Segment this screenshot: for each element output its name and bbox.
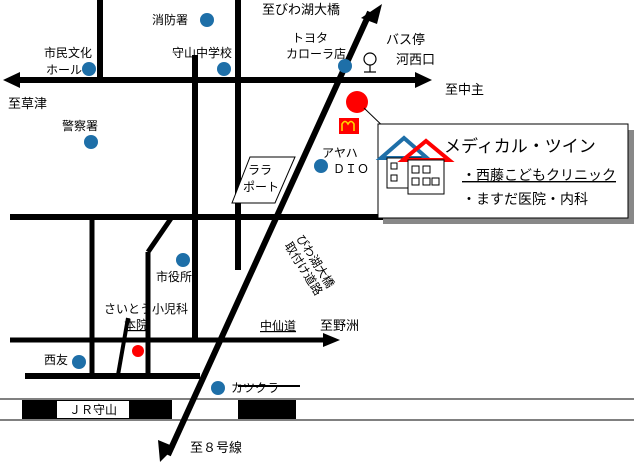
direction-west: 至草津 bbox=[8, 97, 47, 112]
road-short-diagonal bbox=[116, 317, 130, 376]
label-bus-stop-2: 河西口 bbox=[396, 53, 435, 68]
info-box-title: メディカル・ツイン bbox=[444, 136, 596, 157]
rail-band-right bbox=[238, 400, 296, 419]
direction-east-lower: 至野洲 bbox=[320, 319, 359, 334]
bypass-label: びわ湖大橋 取付け道路 bbox=[282, 232, 338, 298]
dot-ayaha bbox=[314, 159, 328, 173]
label-bus-stop-1: バス停 bbox=[386, 32, 425, 48]
arrow-north bbox=[361, 4, 382, 24]
direction-arrows bbox=[3, 4, 432, 462]
label-city-hall: 市役所 bbox=[156, 269, 192, 284]
dot-civic-hall bbox=[82, 62, 96, 76]
saito-clinic-marker bbox=[132, 345, 144, 357]
label-saito-clinic-2: 本院 bbox=[124, 318, 148, 332]
label-police: 警察署 bbox=[62, 118, 98, 133]
dot-katsukura bbox=[211, 381, 225, 395]
direction-east: 至中主 bbox=[445, 83, 484, 98]
clinic-houses-icon bbox=[375, 135, 455, 195]
label-moriyama-jhs: 守山中学校 bbox=[172, 45, 232, 60]
label-fire-station: 消防署 bbox=[152, 12, 188, 27]
dot-nishitomo bbox=[72, 355, 86, 369]
dot-police bbox=[84, 135, 98, 149]
landmark-dots bbox=[72, 13, 352, 395]
label-toyota-2: カローラ店 bbox=[286, 47, 346, 61]
dot-toyota bbox=[338, 59, 352, 73]
dot-fire-station bbox=[200, 13, 214, 27]
jr-station-label: ＪＲ守山 bbox=[69, 403, 117, 417]
info-box-item-1: ・西藤こどもクリニック bbox=[462, 168, 616, 184]
road-biwako-bypass bbox=[165, 10, 373, 457]
lalaport-block bbox=[231, 156, 296, 204]
road-diagonal-small bbox=[145, 215, 175, 254]
arrow-west bbox=[3, 72, 20, 88]
label-saito-clinic-1: さいとう小児科 bbox=[104, 302, 188, 316]
dot-moriyama-jhs bbox=[217, 62, 231, 76]
direction-south: 至８号線 bbox=[190, 440, 242, 456]
direction-north: 至びわ湖大橋 bbox=[262, 3, 340, 18]
label-civic-hall-1: 市民文化 bbox=[44, 45, 92, 60]
destination-marker bbox=[346, 91, 368, 113]
restaurant-icon bbox=[339, 118, 359, 134]
lalaport-label-1: ララ bbox=[248, 163, 272, 177]
label-civic-hall-2: ホール bbox=[46, 63, 82, 77]
railway: ＪＲ守山 bbox=[0, 398, 634, 421]
arrow-east-top bbox=[415, 72, 432, 88]
info-box-item-2: ・ますだ医院・内科 bbox=[462, 192, 588, 208]
label-ayaha-2: ＤＩＯ bbox=[333, 162, 369, 176]
arrow-east-lower bbox=[323, 333, 340, 347]
bus-stop-icon bbox=[363, 52, 377, 73]
label-toyota-1: トヨタ bbox=[292, 31, 328, 45]
label-ayaha-1: アヤハ bbox=[322, 146, 358, 160]
label-nakasendo: 中仙道 bbox=[260, 318, 296, 333]
roads bbox=[10, 0, 425, 457]
label-nishitomo: 西友 bbox=[44, 353, 68, 367]
label-katsukura: カツクラ bbox=[231, 381, 279, 395]
lalaport-label-2: ポート bbox=[243, 180, 279, 194]
dot-city-hall bbox=[176, 253, 190, 267]
arrow-south bbox=[158, 440, 175, 462]
jr-station-box bbox=[57, 401, 129, 418]
